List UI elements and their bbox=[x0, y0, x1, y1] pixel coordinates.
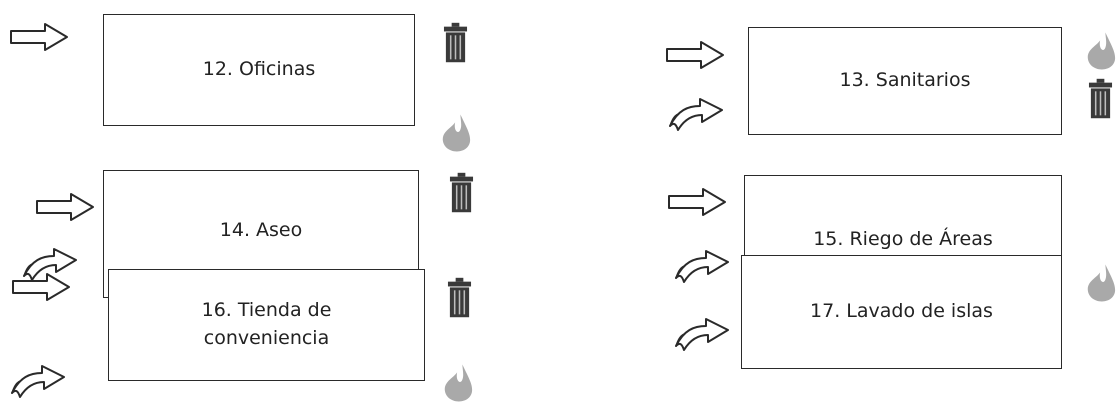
curved-arrow-icon bbox=[672, 308, 732, 352]
process-box-17: 17. Lavado de islas bbox=[741, 255, 1062, 369]
arrow-icon bbox=[664, 40, 726, 70]
water-drop-icon bbox=[1086, 30, 1116, 72]
process-label-15: 15. Riego de Áreas bbox=[813, 228, 993, 250]
trash-bin-icon bbox=[1088, 78, 1113, 120]
process-box-16: 16. Tienda de conveniencia bbox=[108, 269, 425, 381]
process-label-14: 14. Aseo bbox=[219, 219, 303, 241]
process-label-16: 16. Tienda de conveniencia bbox=[201, 299, 332, 349]
arrow-icon bbox=[8, 22, 70, 52]
process-label-17: 17. Lavado de islas bbox=[810, 300, 993, 323]
trash-bin-icon bbox=[449, 172, 474, 214]
process-label-13: 13. Sanitarios bbox=[839, 69, 971, 92]
curved-arrow-icon bbox=[8, 355, 68, 399]
water-drop-icon bbox=[443, 362, 473, 404]
curved-arrow-icon bbox=[666, 88, 726, 132]
trash-bin-icon bbox=[443, 22, 468, 64]
arrow-icon bbox=[34, 192, 96, 222]
process-box-13: 13. Sanitarios bbox=[748, 27, 1062, 135]
arrow-icon bbox=[666, 187, 728, 217]
water-drop-icon bbox=[441, 112, 471, 154]
curved-arrow-icon bbox=[672, 240, 732, 284]
process-box-12: 12. Oficinas bbox=[103, 14, 415, 126]
arrow-icon bbox=[10, 272, 72, 302]
process-label-12: 12. Oficinas bbox=[202, 58, 316, 81]
water-drop-icon bbox=[1086, 262, 1116, 304]
trash-bin-icon bbox=[447, 277, 472, 319]
